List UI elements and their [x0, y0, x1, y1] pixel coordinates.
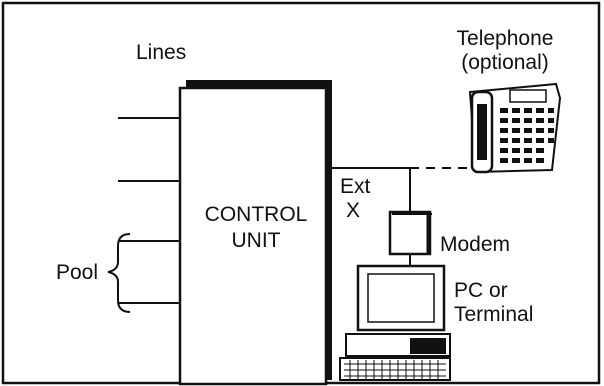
lines-label: Lines — [136, 41, 187, 64]
computer-terminal-icon — [339, 264, 451, 381]
control-unit-label-line1: CONTROL — [204, 203, 308, 226]
ext-x-label: X — [346, 199, 361, 222]
control-unit-box — [178, 86, 328, 386]
pool-brace — [107, 233, 131, 313]
pc-or-label: PC or — [454, 279, 508, 302]
telephone-optional-label: (optional) — [461, 51, 549, 74]
terminal-label: Terminal — [454, 303, 534, 326]
telephone-icon — [468, 82, 562, 174]
ext-label: Ext — [340, 175, 371, 198]
modem-box — [388, 210, 432, 256]
telephone-label: Telephone — [456, 27, 554, 50]
modem-label: Modem — [440, 233, 511, 256]
control-unit-label-line2: UNIT — [231, 229, 281, 252]
pool-label: Pool — [56, 261, 99, 284]
